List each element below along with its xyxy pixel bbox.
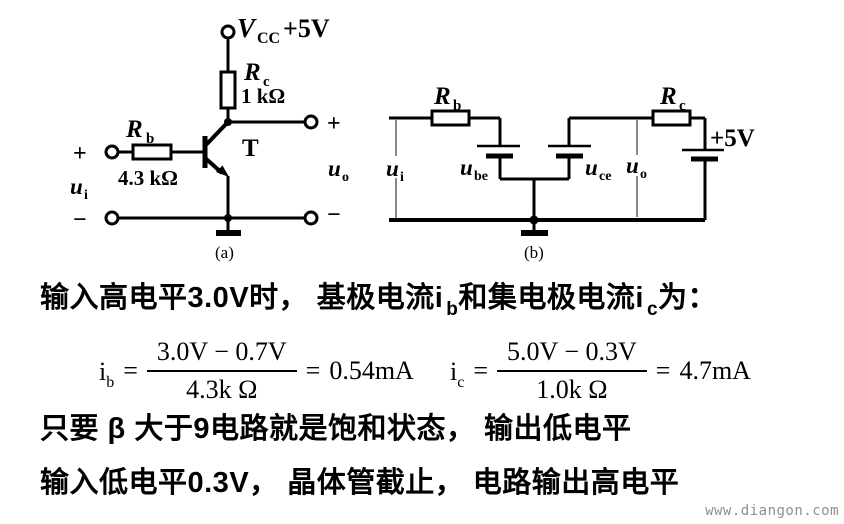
formula-ic-denominator: 1.0k Ω <box>536 375 608 404</box>
label-rc: R <box>243 59 261 86</box>
label-uo-b-sub: o <box>640 167 647 182</box>
formula-ib-denominator: 4.3k Ω <box>186 375 258 404</box>
resistor-rb <box>131 143 173 161</box>
formula-ic-result: 4.7mA <box>679 356 751 385</box>
label-rb: R <box>125 116 143 143</box>
line1-sub-b: b <box>446 299 459 320</box>
label-vcc-sub: CC <box>257 30 280 47</box>
formula-ib-symbol: i <box>99 356 107 386</box>
resistor-rc-b <box>651 109 692 127</box>
formula-ic-equals: = <box>473 356 489 385</box>
label-in-minus: − <box>73 207 87 233</box>
caption-a: (a) <box>215 243 234 262</box>
resistor-rc <box>219 70 237 110</box>
label-ui-sub: i <box>84 188 88 203</box>
label-rc-b-sub: c <box>679 98 686 114</box>
ground-symbol-b <box>521 222 548 236</box>
label-rb-b: R <box>433 83 451 110</box>
line1-part2: 和集电极电流i <box>458 282 644 314</box>
terminal-in-plus <box>104 144 120 160</box>
source-ube <box>477 144 520 159</box>
label-ui-b-sub: i <box>400 170 404 185</box>
caption-b: (b) <box>524 243 544 262</box>
label-transistor: T <box>242 135 259 162</box>
terminal-vcc <box>220 24 236 40</box>
label-out-plus: + <box>327 111 341 137</box>
label-supply-b: +5V <box>710 125 755 152</box>
formula-ib: ib = 3.0V − 0.7V 4.3k Ω = 0.54mA <box>99 337 414 405</box>
formula-ic-lhs: ic <box>450 357 464 392</box>
formula-ic-symbol-sub: c <box>457 373 465 391</box>
formula-ic-fraction: 5.0V − 0.3V 1.0k Ω <box>497 337 647 405</box>
circuit-diagrams: V CC +5V R c 1 kΩ R b 4.3 kΩ T + u i − +… <box>70 13 755 262</box>
formula-ib-equals: = <box>123 356 138 385</box>
circuit-b: R b R c +5V u i u be u ce u o (b) <box>383 83 755 262</box>
label-rc-sub: c <box>263 74 270 90</box>
ground-symbol-a <box>216 220 241 236</box>
circuit-a: V CC +5V R c 1 kΩ R b 4.3 kΩ T + u i − +… <box>70 13 349 262</box>
label-uce: u <box>585 155 598 180</box>
formula-ib-result: 0.54mA <box>329 356 414 385</box>
label-rb-value: 4.3 kΩ <box>118 166 178 190</box>
formula-ib-fraction: 3.0V − 0.7V 4.3k Ω <box>146 337 297 405</box>
label-uo-sub: o <box>342 170 349 185</box>
terminal-out-minus <box>303 210 319 226</box>
formula-ib-lhs: ib <box>99 357 114 392</box>
transistor-collector-line <box>202 121 229 149</box>
label-ube-sub: be <box>474 169 488 184</box>
label-bg-ui <box>383 156 411 178</box>
label-ui: u <box>70 174 83 199</box>
paragraph-saturation: 只要 β 大于9电路就是饱和状态， 输出低电平 <box>40 413 632 445</box>
label-ube: u <box>460 155 473 180</box>
formula-ic-symbol: i <box>450 356 458 386</box>
label-rc-value: 1 kΩ <box>241 84 285 108</box>
junction-emitter <box>224 214 232 222</box>
label-in-plus: + <box>73 141 87 167</box>
label-uo: u <box>328 156 341 181</box>
label-uce-sub: ce <box>599 169 611 184</box>
line1-part1: 输入高电平3.0V时， 基极电流i <box>40 282 444 314</box>
watermark: www.diangon.com <box>705 503 839 519</box>
label-vcc-supply: +5V <box>283 14 330 43</box>
junction-ground-b <box>529 215 539 225</box>
resistor-rb-b <box>430 109 471 127</box>
label-rb-b-sub: b <box>453 98 461 114</box>
label-vcc: V <box>237 13 257 43</box>
line1-part3: 为： <box>658 282 718 314</box>
transistor-symbol <box>202 121 229 177</box>
formula-ib-equals2: = <box>305 356 321 385</box>
line1-sub-c: c <box>646 299 659 320</box>
label-rb-sub: b <box>146 131 154 147</box>
paragraph-cutoff: 输入低电平0.3V， 晶体管截止， 电路输出高电平 <box>40 467 680 499</box>
formula-ib-symbol-sub: b <box>106 373 115 391</box>
label-bg-uo <box>622 155 654 176</box>
emitter-arrow <box>216 165 229 177</box>
label-rc-b: R <box>659 83 677 110</box>
formula-ib-numerator: 3.0V − 0.7V <box>146 337 297 372</box>
terminal-out-plus <box>303 114 319 130</box>
label-uo-b: u <box>626 153 639 178</box>
formula-ic-equals2: = <box>655 356 671 385</box>
formula-ic: ic = 5.0V − 0.3V 1.0k Ω = 4.7mA <box>450 337 751 405</box>
label-out-minus: − <box>327 202 341 228</box>
terminal-in-minus <box>104 210 120 226</box>
formula-ic-numerator: 5.0V − 0.3V <box>497 337 647 372</box>
label-ui-b: u <box>386 156 399 181</box>
